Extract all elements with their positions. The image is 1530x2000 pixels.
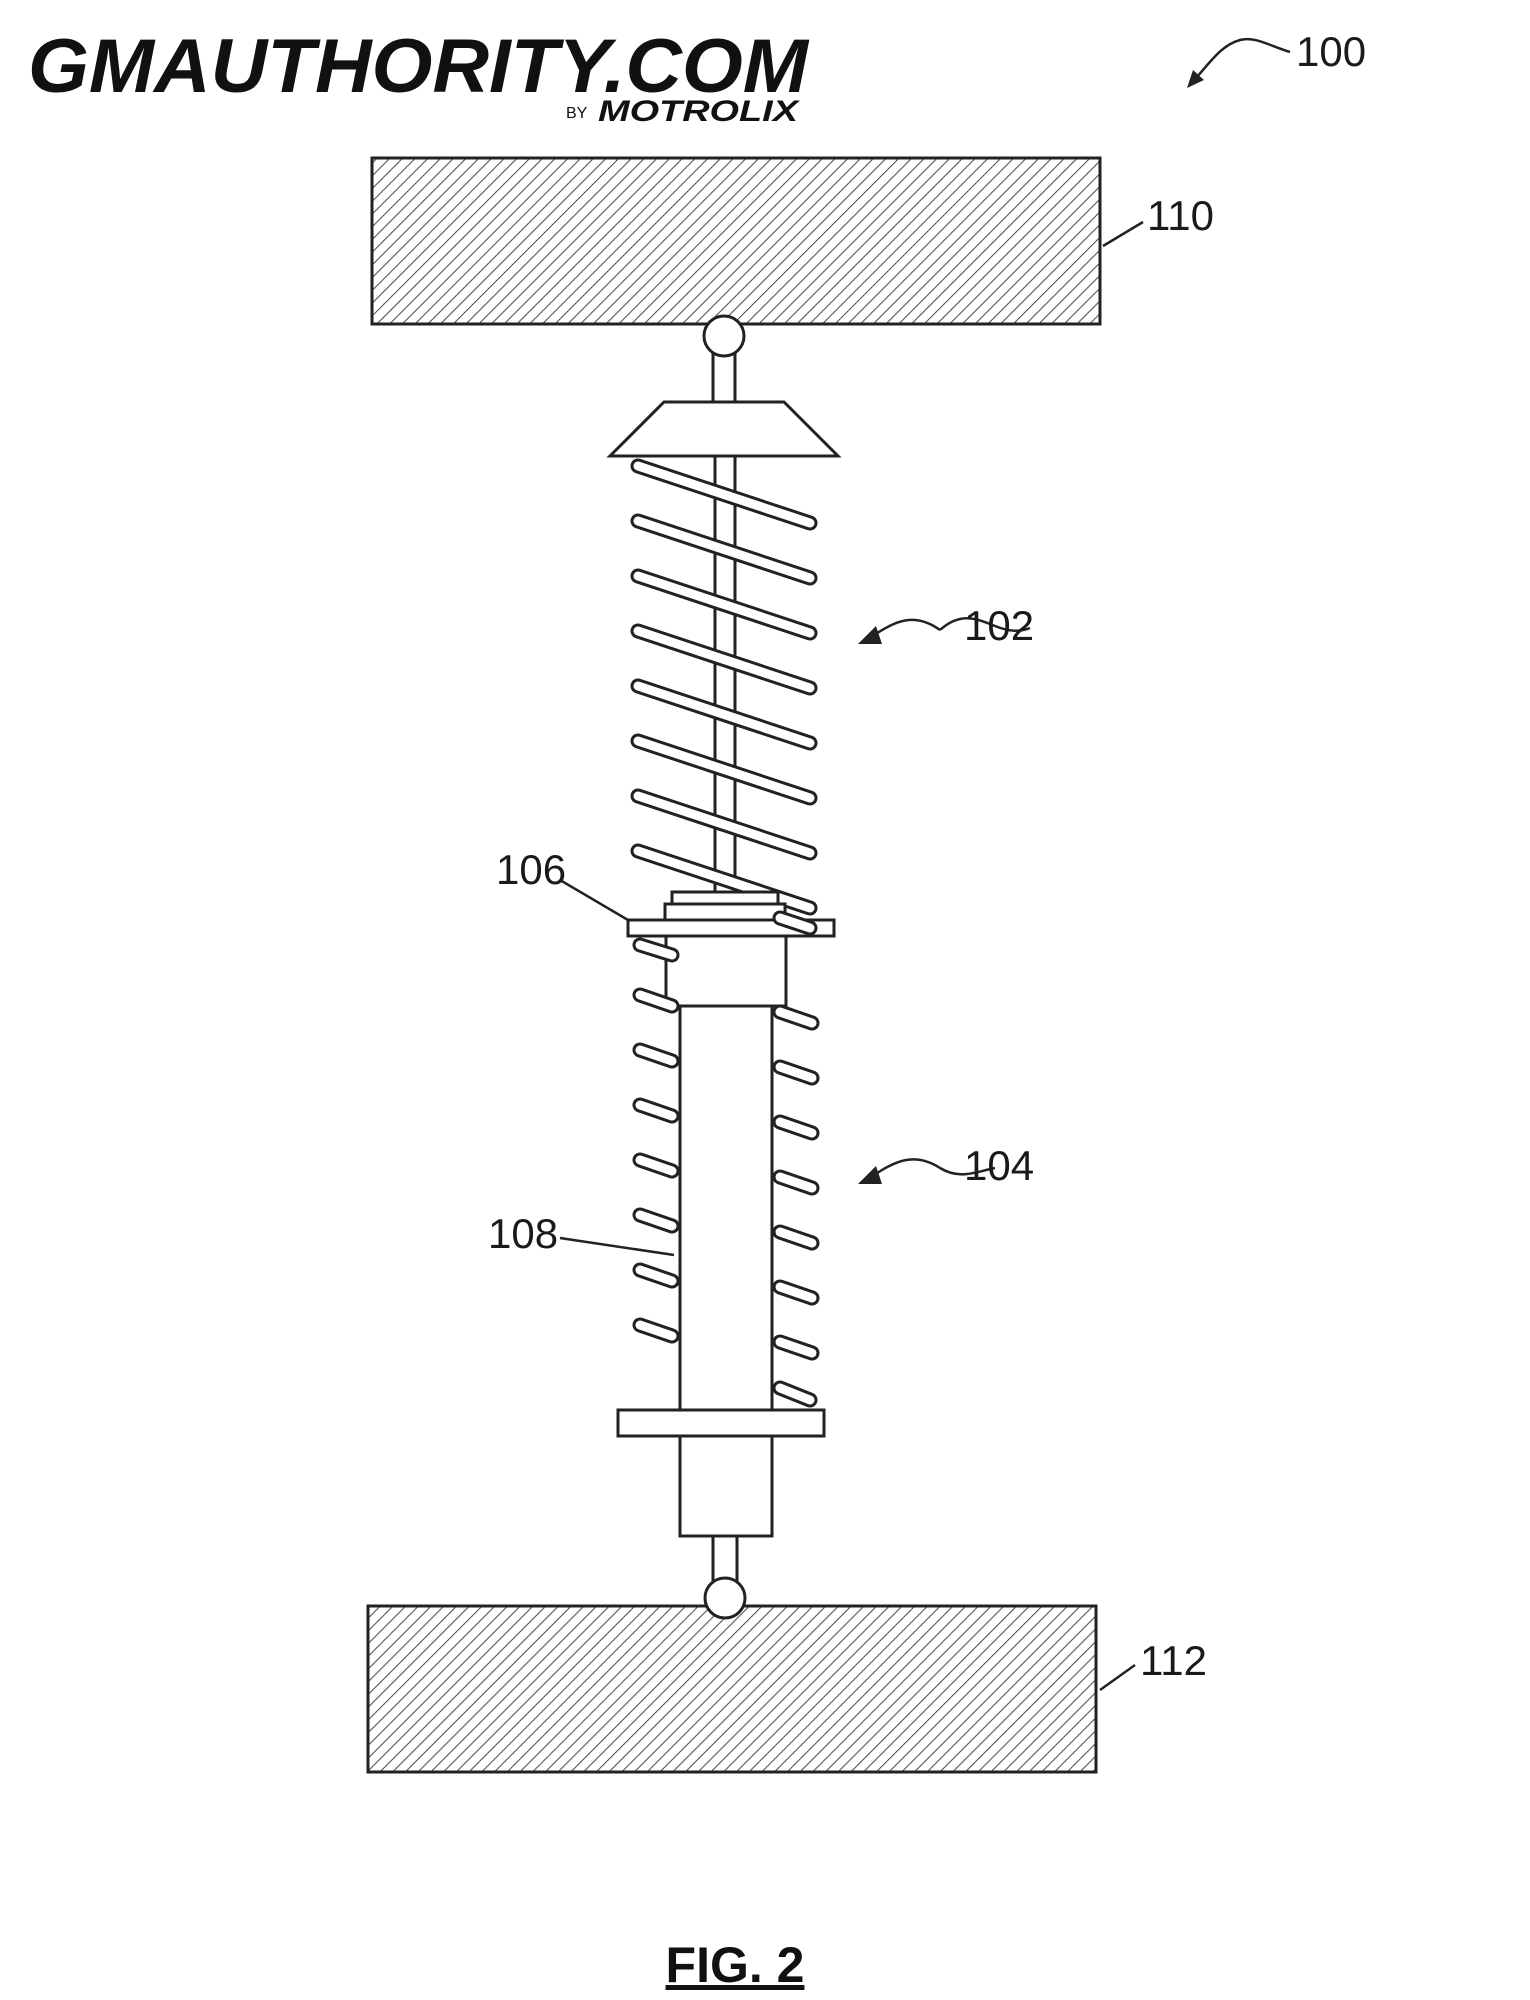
label-108: 108 [488, 1210, 558, 1257]
arrow-head-102 [858, 626, 882, 644]
damper-body [680, 1006, 772, 1410]
label-112: 112 [1140, 1637, 1207, 1684]
leader-110 [1103, 222, 1143, 246]
leader-108 [560, 1238, 674, 1255]
site-logo: GMAUTHORITY.COM BY MOTROLIX [28, 24, 810, 128]
lower-ball-joint [705, 1578, 745, 1618]
figure-caption: FIG. 2 [666, 1937, 805, 1993]
leader-106 [560, 880, 628, 920]
label-104: 104 [964, 1142, 1034, 1189]
label-100: 100 [1296, 28, 1366, 75]
ref-100: 100 [1187, 28, 1366, 88]
leader-112 [1100, 1665, 1135, 1690]
lower-mount-block [368, 1606, 1096, 1772]
upper-spring: 102 [638, 466, 1034, 908]
label-106: 106 [496, 846, 566, 893]
leader-100 [1196, 39, 1290, 78]
leader-102-tail [870, 620, 940, 638]
upper-spring-seat [610, 402, 838, 456]
arrow-head-104 [858, 1166, 882, 1184]
logo-brand: MOTROLIX [598, 95, 801, 128]
lower-spring-seat [618, 1410, 824, 1436]
lower-spring-coils-left [640, 945, 672, 1336]
upper-ball-joint [704, 316, 744, 356]
label-110: 110 [1147, 192, 1214, 239]
logo-by: BY [566, 105, 588, 122]
damper-lower-tube [680, 1436, 772, 1536]
upper-mount-block [372, 158, 1100, 324]
label-102: 102 [964, 602, 1034, 649]
damper-collar [666, 936, 786, 1006]
